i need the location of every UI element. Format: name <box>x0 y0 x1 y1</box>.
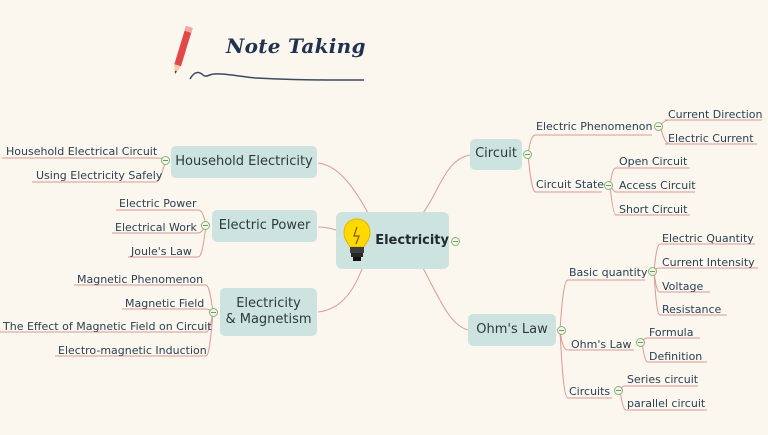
branch-electric-power-label: Electric Power <box>218 217 311 233</box>
leaf-current-intensity[interactable]: Current Intensity <box>662 256 755 269</box>
connector-center-ohms <box>422 267 469 331</box>
leaf-household-electrical-circuit[interactable]: Household Electrical Circuit <box>6 145 158 158</box>
connector-center-power <box>317 226 337 231</box>
branch-household-electricity-label: Household Electricity <box>175 153 313 169</box>
branch-circuit[interactable]: Circuit <box>470 139 522 170</box>
branch-circuit-label: Circuit <box>475 146 517 162</box>
branch-electric-power[interactable]: Electric Power <box>212 210 317 242</box>
leaf-short-circuit[interactable]: Short Circuit <box>619 203 688 216</box>
leaf-magnetic-field[interactable]: Magnetic Field <box>125 297 205 310</box>
collapse-toggle-ohms-law-sub[interactable] <box>636 338 645 347</box>
connector-circuit-state <box>527 154 536 193</box>
topic-basic-quantity[interactable]: Basic quantity <box>569 266 648 279</box>
leaf-electrical-work[interactable]: Electrical Work <box>115 221 197 234</box>
leaf-effect-magnetic-field-circuit[interactable]: The Effect of Magnetic Field on Circuit <box>3 320 212 333</box>
topic-circuit-state[interactable]: Circuit State <box>536 178 605 191</box>
collapse-toggle-circuit-state[interactable] <box>604 181 613 190</box>
topic-ohms-law-sub[interactable]: Ohm's Law <box>571 338 632 351</box>
lightbulb-icon <box>342 217 371 265</box>
leaf-electric-current[interactable]: Electric Current <box>668 132 754 145</box>
collapse-toggle-household-electricity[interactable] <box>161 156 170 165</box>
leaf-magnetic-phenomenon[interactable]: Magnetic Phenomenon <box>77 273 204 286</box>
branch-electricity-magnetism-line1: Electricity <box>236 295 301 311</box>
leaf-electric-quantity[interactable]: Electric Quantity <box>662 232 754 245</box>
connector-center-magnetism <box>317 268 363 313</box>
collapse-toggle-ohms-law[interactable] <box>557 326 566 335</box>
leaf-electro-magnetic-induction[interactable]: Electro-magnetic Induction <box>58 344 207 357</box>
collapse-toggle-electric-power[interactable] <box>201 221 210 230</box>
collapse-toggle-basic-quantity[interactable] <box>648 267 657 276</box>
collapse-toggle-circuits[interactable] <box>614 386 623 395</box>
collapse-toggle-electric-phenomenon[interactable] <box>654 122 663 131</box>
branch-ohms-law[interactable]: Ohm's Law <box>468 314 556 346</box>
pencil-icon <box>174 26 193 74</box>
leaf-joules-law[interactable]: Joule's Law <box>131 245 192 258</box>
leaf-resistance[interactable]: Resistance <box>662 303 722 316</box>
central-topic-electricity[interactable]: Electricity <box>336 212 449 269</box>
leaf-parallel-circuit[interactable]: parallel circuit <box>627 397 706 410</box>
topic-circuits[interactable]: Circuits <box>569 385 611 398</box>
page-title: Note Taking <box>226 34 366 58</box>
collapse-toggle-center[interactable] <box>451 237 460 246</box>
leaf-formula[interactable]: Formula <box>649 326 694 339</box>
collapse-toggle-circuit[interactable] <box>523 150 532 159</box>
leaf-using-electricity-safely[interactable]: Using Electricity Safely <box>36 169 163 182</box>
central-topic-label: Electricity <box>375 233 449 248</box>
branch-electricity-magnetism[interactable]: Electricity & Magnetism <box>220 288 317 336</box>
leaf-electric-power[interactable]: Electric Power <box>119 197 197 210</box>
branch-electricity-magnetism-line2: & Magnetism <box>225 312 312 327</box>
connector-center-circuit <box>422 154 471 214</box>
squiggle-line <box>189 71 364 81</box>
leaf-voltage[interactable]: Voltage <box>662 280 704 293</box>
leaf-access-circuit[interactable]: Access Circuit <box>619 179 696 192</box>
topic-electric-phenomenon[interactable]: Electric Phenomenon <box>536 120 653 133</box>
leaf-definition[interactable]: Definition <box>649 350 703 363</box>
connector-center-household <box>317 162 369 214</box>
branch-ohms-law-label: Ohm's Law <box>476 321 548 337</box>
leaf-current-direction[interactable]: Current Direction <box>668 108 763 121</box>
collapse-toggle-electricity-magnetism[interactable] <box>209 308 218 317</box>
branch-household-electricity[interactable]: Household Electricity <box>171 146 317 178</box>
leaf-open-circuit[interactable]: Open Circuit <box>619 155 688 168</box>
leaf-series-circuit[interactable]: Series circuit <box>627 373 699 386</box>
